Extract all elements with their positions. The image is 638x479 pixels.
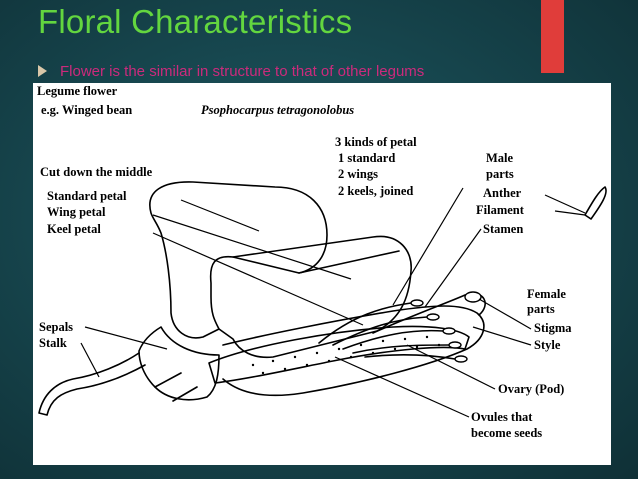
label-stalk: Stalk bbox=[39, 336, 67, 350]
anther-2 bbox=[426, 313, 440, 321]
standard-petal bbox=[149, 181, 328, 339]
bullet-item: Flower is the similar in structure to th… bbox=[38, 60, 424, 82]
leader-petals bbox=[392, 187, 464, 306]
female-title-2: parts bbox=[527, 302, 555, 316]
leader-sepals bbox=[84, 326, 168, 350]
leader-stamen bbox=[424, 228, 482, 308]
leader-filament bbox=[554, 210, 586, 216]
label-ovules-1: Ovules that bbox=[471, 410, 533, 424]
anther-1 bbox=[410, 299, 424, 307]
bullet-text: Flower is the similar in structure to th… bbox=[60, 62, 425, 80]
label-stigma: Stigma bbox=[534, 321, 572, 335]
stamen-1 bbox=[318, 302, 412, 344]
label-keel-petal: Keel petal bbox=[47, 222, 101, 236]
anther-3 bbox=[442, 327, 456, 335]
stigma bbox=[464, 291, 482, 303]
accent-bar bbox=[541, 0, 564, 73]
anther-detached bbox=[584, 186, 607, 220]
leader-style bbox=[472, 326, 532, 346]
label-stamen: Stamen bbox=[483, 222, 523, 236]
label-ovary: Ovary (Pod) bbox=[498, 382, 564, 396]
male-title-1: Male bbox=[486, 151, 514, 165]
female-title-1: Female bbox=[527, 287, 566, 301]
legume-flower-diagram: Legume flower e.g. Winged bean Psophocar… bbox=[33, 83, 611, 465]
leader-ovules bbox=[334, 356, 470, 418]
flower-drawing: Legume flower e.g. Winged bean Psophocar… bbox=[37, 84, 607, 440]
leader-ovary bbox=[406, 344, 496, 390]
stamen-5 bbox=[364, 354, 456, 360]
label-anther: Anther bbox=[483, 186, 522, 200]
bullet-arrow-icon bbox=[38, 65, 47, 77]
cut-label: Cut down the middle bbox=[40, 165, 153, 179]
leader-stigma bbox=[478, 298, 532, 330]
male-title-2: parts bbox=[486, 167, 514, 181]
stamen-4 bbox=[352, 344, 450, 354]
diagram-heading: Legume flower bbox=[37, 84, 118, 98]
ovary-pod bbox=[208, 325, 470, 384]
leader-standard bbox=[180, 199, 260, 232]
wing-petal bbox=[218, 235, 412, 359]
calyx bbox=[138, 326, 220, 401]
stamen-2 bbox=[332, 316, 428, 346]
label-style: Style bbox=[534, 338, 561, 352]
petal-kind-1: 1 standard bbox=[338, 151, 395, 165]
anther-4 bbox=[448, 341, 462, 349]
stamen-3 bbox=[342, 329, 444, 350]
leader-stalk bbox=[80, 342, 100, 378]
example-label: e.g. Winged bean bbox=[41, 103, 132, 117]
label-ovules-2: become seeds bbox=[471, 426, 542, 440]
label-sepals: Sepals bbox=[39, 320, 73, 334]
petal-kind-2: 2 wings bbox=[338, 167, 378, 181]
petal-kind-3: 2 keels, joined bbox=[338, 184, 413, 198]
leader-anther bbox=[544, 194, 586, 214]
species-name: Psophocarpus tetragonolobus bbox=[201, 103, 354, 117]
stalk bbox=[38, 352, 146, 416]
slide-title: Floral Characteristics bbox=[38, 3, 353, 40]
leader-keel bbox=[152, 232, 364, 326]
label-standard-petal: Standard petal bbox=[47, 189, 127, 203]
petals-title: 3 kinds of petal bbox=[335, 135, 417, 149]
anther-5 bbox=[454, 355, 468, 363]
leader-wing bbox=[152, 214, 352, 280]
keel-petal bbox=[222, 305, 485, 397]
label-wing-petal: Wing petal bbox=[47, 205, 106, 219]
label-filament: Filament bbox=[476, 203, 525, 217]
